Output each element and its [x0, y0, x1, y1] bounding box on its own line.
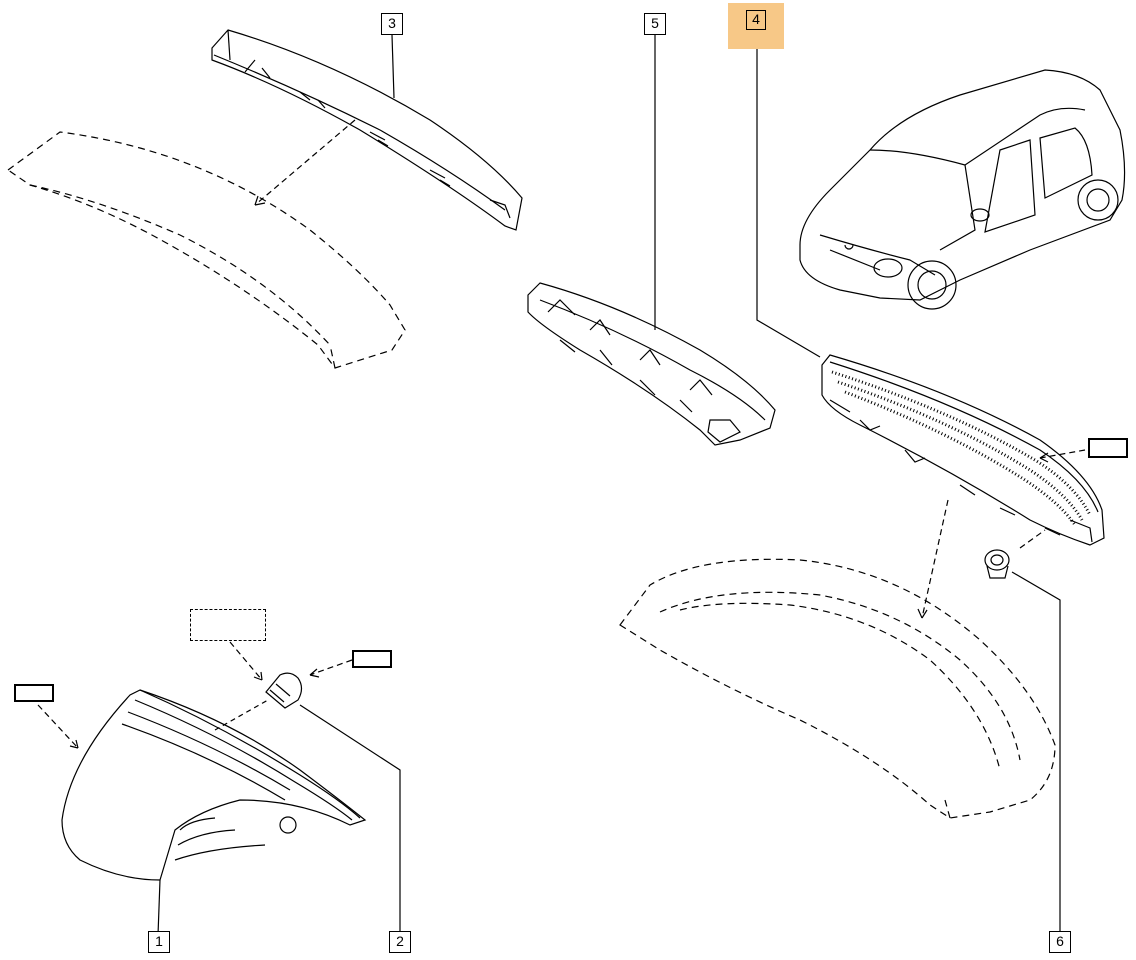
- part-3-brake-lamp-lens: [211, 29, 523, 231]
- arrow-head: [309, 668, 320, 678]
- arrow-head: [69, 739, 79, 749]
- callout-3: 3: [381, 13, 403, 35]
- leader-2: [299, 704, 401, 935]
- callout-2: 2: [389, 931, 411, 953]
- leader-ref-top-to-bulb: [229, 641, 263, 681]
- ref-box-left: [14, 684, 54, 702]
- hatchback-car-illustration: [799, 69, 1126, 310]
- leader-4: [756, 48, 821, 358]
- leader-3-to-spoiler: [254, 119, 356, 206]
- leader-6: [1011, 571, 1061, 932]
- callout-4-label: 4: [746, 10, 766, 30]
- ref-box-bulb-right: [352, 650, 392, 668]
- leader-1-to-bulb: [214, 699, 269, 731]
- leader-6-dashed: [1019, 529, 1046, 549]
- leader-ref-left-to-lens: [37, 704, 79, 749]
- tailgate-outline: [619, 558, 1056, 819]
- arrow-head: [917, 608, 928, 619]
- arrow-head: [253, 671, 263, 681]
- arrow-head: [254, 195, 266, 206]
- callout-4-highlighted: 4: [728, 3, 784, 49]
- callout-5: 5: [644, 13, 666, 35]
- part-2-bulb: [265, 672, 303, 709]
- leader-4-to-tailgate: [921, 499, 949, 619]
- callout-1: 1: [148, 931, 170, 953]
- part-6-grommet: [984, 549, 1010, 579]
- rear-spoiler-outline: [6, 131, 406, 369]
- part-4-brake-lamp-assembly: [821, 354, 1105, 546]
- part-1-lamp-lens: [61, 689, 367, 936]
- callout-6: 6: [1049, 931, 1071, 953]
- part-5-brake-lamp-housing: [527, 282, 776, 446]
- leader-ref-right-to-bulb: [309, 659, 353, 676]
- leader-ref-to-part-4: [1039, 449, 1086, 459]
- ref-box-bulb-top-dashed: [190, 609, 266, 641]
- leader-3: [391, 34, 395, 99]
- arrow-head: [1039, 452, 1049, 463]
- ref-box-part-4: [1088, 438, 1128, 458]
